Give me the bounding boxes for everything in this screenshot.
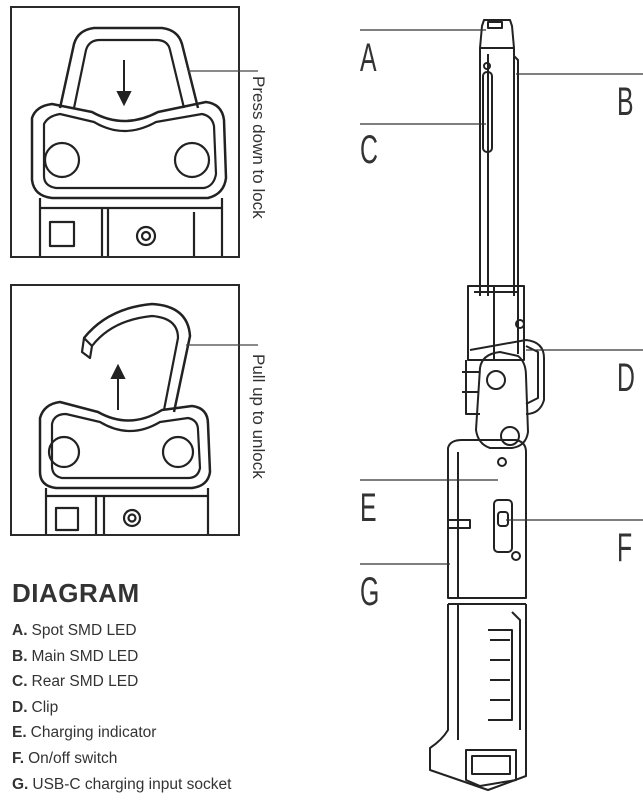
down-arrow-icon: [116, 60, 132, 107]
legend-item-c: C.Rear SMD LED: [12, 673, 139, 691]
callout-leader-lines: [360, 29, 643, 565]
clip-lock-illustration: [30, 26, 228, 256]
legend-item-b: B.Main SMD LED: [12, 647, 139, 665]
callout-e: E: [360, 486, 377, 530]
unlock-panel: [10, 284, 240, 536]
lock-caption: Press down to lock: [249, 76, 268, 219]
lock-leader-line: [188, 70, 258, 72]
callout-c: C: [360, 128, 378, 172]
lamp-outline: [429, 19, 545, 791]
legend-item-g: G.USB-C charging input socket: [12, 775, 232, 793]
legend-item-a: A.Spot SMD LED: [12, 622, 137, 639]
legend-item-d: D.Clip: [12, 698, 59, 716]
callout-a: A: [360, 36, 377, 80]
legend-item-f: F.On/off switch: [12, 749, 118, 767]
callout-b: B: [617, 80, 634, 124]
clip-unlock-illustration: [38, 302, 212, 534]
lock-panel: [10, 6, 240, 258]
legend-title: DIAGRAM: [12, 578, 140, 608]
legend-list: A.Spot SMD LED B.Main SMD LED C.Rear SMD…: [12, 618, 231, 797]
callout-g: G: [360, 570, 380, 614]
callout-d: D: [617, 356, 635, 400]
unlock-caption: Pull up to unlock: [249, 354, 268, 479]
unlock-leader-line: [186, 344, 258, 346]
work-light-illustration: [360, 19, 643, 791]
callout-f: F: [617, 526, 633, 570]
up-arrow-icon: [110, 363, 126, 410]
legend-item-e: E.Charging indicator: [12, 724, 157, 742]
